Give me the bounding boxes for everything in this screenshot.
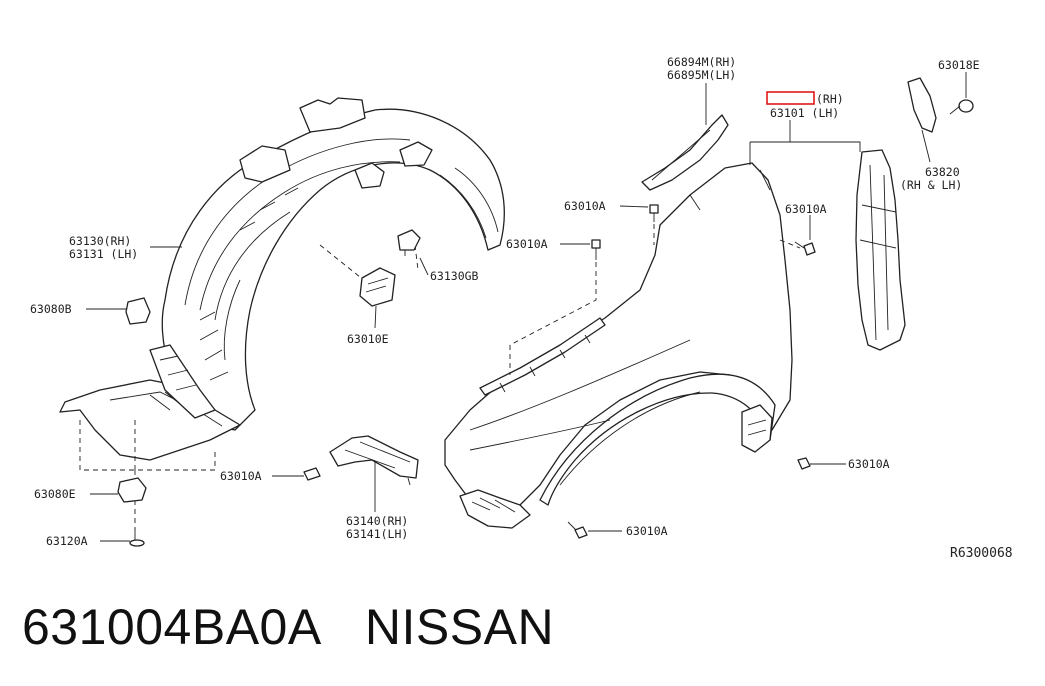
molding-66894m: [641, 114, 729, 191]
label-63141: 63141(LH): [346, 527, 408, 541]
label-63080b: 63080B: [30, 302, 72, 316]
label-63010a-bottom-center: 63010A: [626, 524, 668, 538]
label-63130: 63130(RH): [69, 234, 131, 248]
label-63131: 63131 (LH): [69, 247, 138, 261]
liner-dashed-leaders: [79, 244, 419, 530]
fender-seal-63820: [855, 77, 974, 351]
label-63010a-right: 63010A: [785, 202, 827, 216]
clip-63130gb: [397, 229, 421, 256]
label-63018e: 63018E: [938, 58, 980, 72]
label-63130gb: 63130GB: [430, 269, 479, 283]
label-66894m: 66894M(RH): [667, 55, 736, 69]
fender-dashed-leaders: [509, 224, 801, 375]
label-63010a-bottom-right: 63010A: [848, 457, 890, 471]
label-66895m: 66895M(LH): [667, 68, 736, 82]
fender-liner-part: [59, 97, 505, 461]
highlighted-part-number-box: [766, 91, 815, 105]
label-highlight-rh: (RH): [816, 92, 844, 106]
label-63101: 63101 (LH): [770, 106, 839, 120]
bracket-63010e: [359, 267, 396, 307]
clip-63080e: [117, 477, 147, 503]
front-fender-part: [444, 162, 793, 529]
label-63010a-bracket: 63010A: [220, 469, 262, 483]
caption-brand: NISSAN: [364, 599, 555, 655]
bracket-63140: [303, 435, 419, 486]
label-63010e: 63010E: [347, 332, 389, 346]
caption-part-number: 631004BA0A: [22, 599, 322, 655]
label-63010a-top: 63010A: [564, 199, 606, 213]
label-63080e: 63080E: [34, 487, 76, 501]
caption: 631004BA0A NISSAN: [22, 598, 554, 656]
diagram-reference-code: R6300068: [950, 546, 1013, 561]
part-labels: 66894M(RH) 66895M(LH) (RH) 63101 (LH) 63…: [30, 55, 1013, 561]
label-63010a-mid: 63010A: [506, 237, 548, 251]
clip-63080b: [125, 297, 151, 325]
label-63820-sub: (RH & LH): [900, 178, 962, 192]
screw-63010a-group: [567, 204, 816, 539]
label-63140: 63140(RH): [346, 514, 408, 528]
leader-lines: [86, 72, 967, 542]
exploded-parts-diagram: 66894M(RH) 66895M(LH) (RH) 63101 (LH) 63…: [30, 55, 1013, 561]
screw-63120a: [129, 528, 145, 547]
label-63120a: 63120A: [46, 534, 88, 548]
label-63820: 63820: [925, 165, 960, 179]
